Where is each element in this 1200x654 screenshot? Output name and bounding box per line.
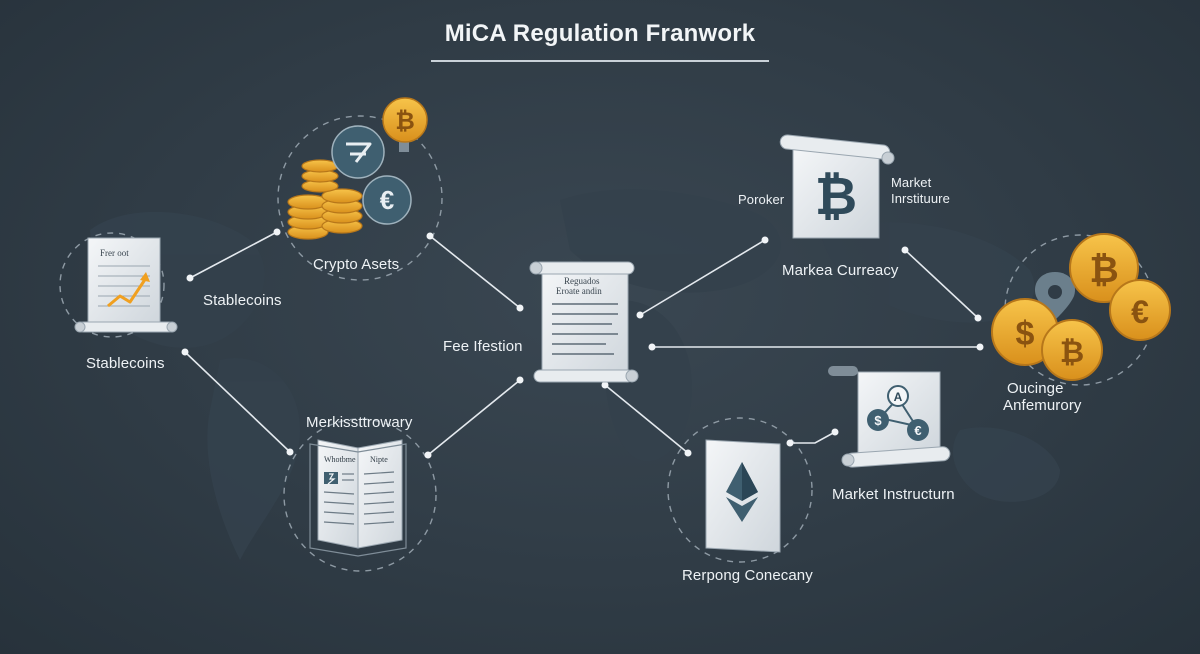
bitcoin-icon: ₿ (815, 168, 857, 226)
connector-crypto-center (429, 235, 521, 309)
title-underline (431, 60, 769, 62)
bitcoin-coin-small (1041, 319, 1103, 381)
bitcoin-icon (382, 97, 428, 143)
connector-lines (184, 231, 980, 456)
euro-coin (1109, 279, 1171, 341)
book-right-page-text: Nipte (370, 455, 388, 464)
label-crypto-assets: Crypto Asets (313, 256, 400, 273)
svg-text:$: $ (874, 413, 882, 428)
stablecoins-document: Frer oot (74, 237, 178, 333)
connector-center-broker (639, 239, 766, 316)
label-poroker: Poroker (738, 192, 785, 207)
book-left-page-text: Whotbme (324, 455, 356, 464)
label-coins-right-2: Anfemurory (1003, 397, 1082, 414)
connector-dots (181, 228, 984, 459)
dashed-circle-crypto-assets (277, 115, 443, 281)
svg-text:₿: ₿ (815, 168, 857, 226)
fee-doc-line-1: Reguados (564, 276, 600, 286)
market-book: Whotbme Nipte (309, 439, 407, 557)
dashed-circle-ethereum (667, 417, 813, 563)
dashed-circle-market-book (283, 418, 437, 572)
svg-text:€: € (1131, 294, 1149, 330)
connector-center-ethereum (604, 384, 689, 454)
line-chart-icon (107, 272, 150, 308)
fee-doc-line-2: Eroate andin (556, 286, 602, 296)
svg-text:€: € (380, 185, 394, 215)
coin-stacks (287, 159, 363, 240)
ethereum-document (705, 439, 781, 553)
label-fee-center: Fee Ifestion (443, 338, 523, 355)
dashed-circle-stablecoins (59, 232, 165, 338)
arrow-token-icon (331, 125, 385, 179)
svg-text:A: A (894, 390, 903, 404)
label-stablecoins-doc: Stablecoins (86, 355, 165, 372)
dollar-icon (867, 409, 889, 431)
broker-scroll: ₿ (779, 134, 895, 239)
svg-text:€: € (914, 423, 921, 438)
euro-icon (362, 175, 412, 225)
connector-ethereum-instrument (790, 431, 836, 444)
market-instrument-scroll: A $ € (828, 366, 951, 468)
label-ethereum-doc: Rerpong Conecany (682, 567, 813, 584)
fee-center-scroll: Reguados Eroate andin (529, 261, 639, 383)
svg-text:₿: ₿ (395, 108, 415, 135)
svg-text:₿: ₿ (1089, 249, 1118, 290)
connector-book-center (427, 379, 521, 456)
connector-stablecoins-crypto (189, 231, 278, 279)
bitcoin-coin (1069, 233, 1139, 303)
label-stablecoins-side: Stablecoins (203, 292, 282, 309)
coins-cluster: ₿ € $ ₿ (991, 233, 1171, 381)
label-market-instituture-1: Market (891, 175, 932, 190)
label-market-instituture-2: Inrstituure (891, 191, 950, 206)
svg-text:$: $ (1016, 315, 1035, 353)
euro-icon (907, 419, 929, 441)
label-market-currency: Markea Curreacy (782, 262, 899, 279)
stablecoins-doc-text: Frer oot (100, 248, 129, 258)
label-market-instructurn: Market Instructurn (832, 486, 955, 503)
crypto-assets-cluster: € ₿ (287, 97, 428, 240)
page-title: MiCA Regulation Franwork (444, 20, 756, 47)
connector-stablecoins-book (184, 351, 291, 453)
connector-broker-coins (904, 249, 979, 319)
ethereum-icon (726, 462, 758, 522)
svg-text:₿: ₿ (1060, 336, 1084, 369)
label-market-book: Merkissttrowary (306, 414, 413, 431)
label-coins-right-1: Oucinge (1007, 380, 1064, 397)
